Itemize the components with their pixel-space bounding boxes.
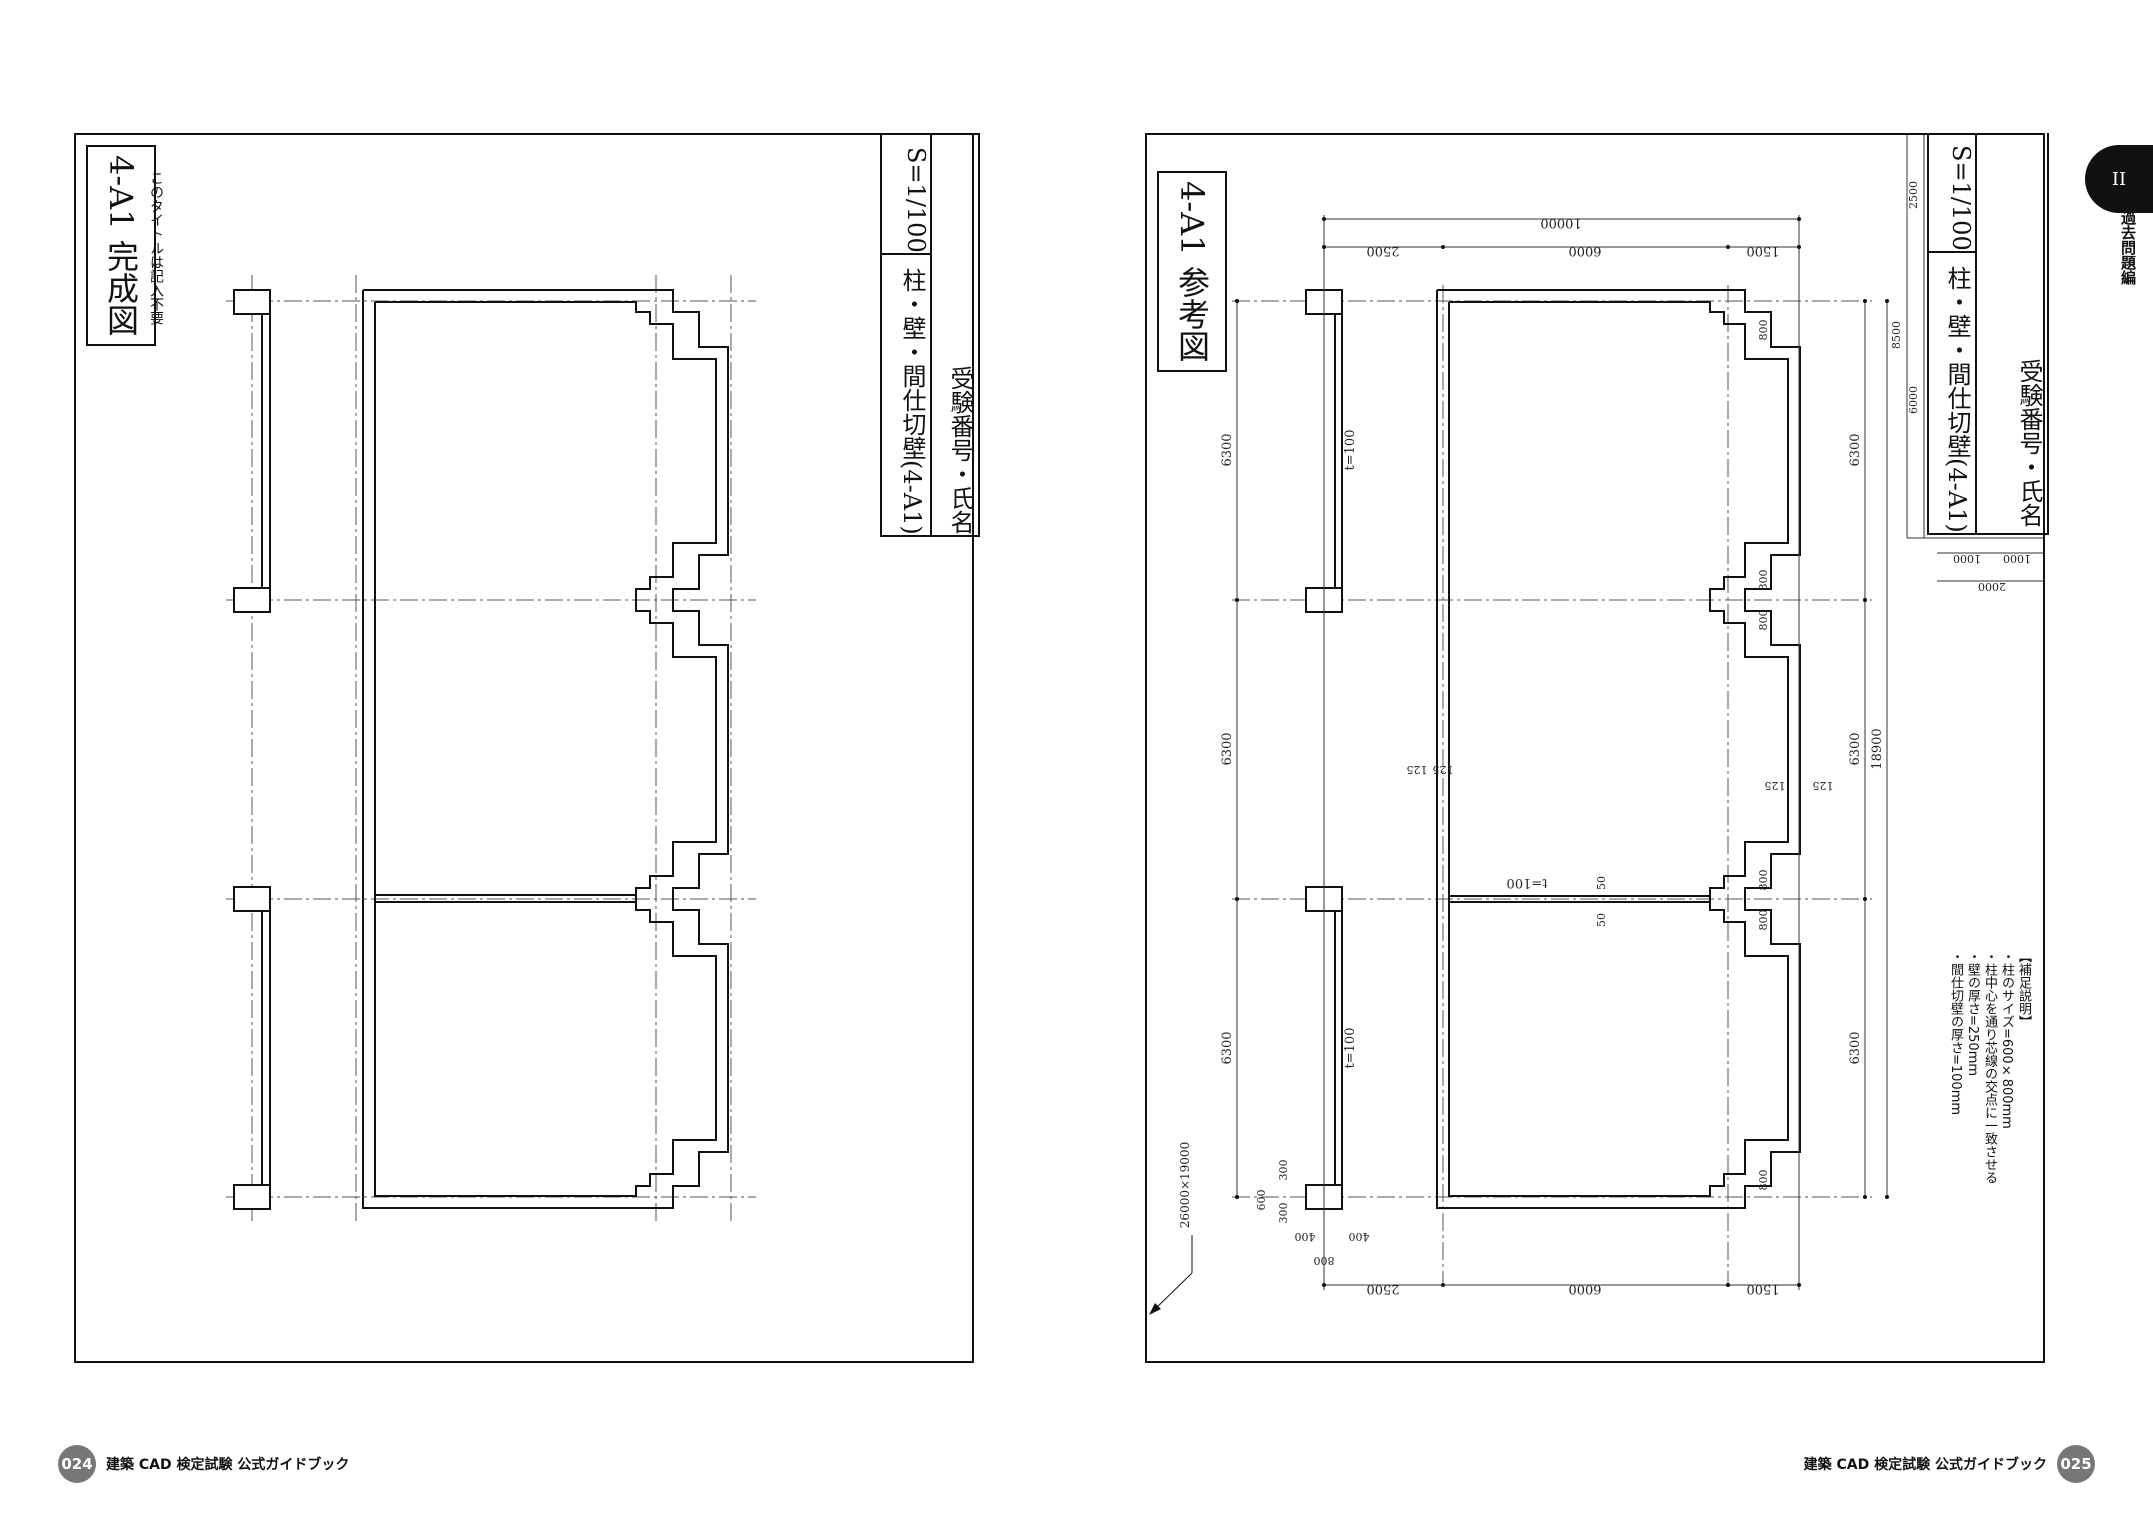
chapter-label: 過去問題編	[2119, 210, 2137, 285]
tb-dim: 6000	[1907, 386, 1920, 414]
floor-plan	[226, 275, 756, 1225]
dim-right: 6300	[1848, 433, 1863, 466]
wall-thickness: t=100	[1343, 1028, 1358, 1069]
partition-50: 50	[1595, 876, 1608, 890]
sheet-name-cell: 柱・壁・間仕切壁(4-A1)	[882, 255, 932, 535]
candidate-cell: 受験番号・氏名	[2015, 359, 2043, 527]
partition-thickness: t=100	[1507, 875, 1548, 890]
wall-125: 125	[1407, 763, 1428, 776]
dim-bottom: 2500	[1366, 1281, 1399, 1296]
column-dim-labels: 800 800 800 800 800 800 125 125 125 125 …	[1255, 320, 1834, 1268]
supplementary-notes: 【補足説明】 ・柱のサイズ=600×800mm ・柱中心を通り芯線の交点に一致さ…	[1947, 950, 2032, 1184]
footer-left: 024 建築 CAD 検定試験 公式ガイドブック	[58, 1445, 349, 1483]
title-note: このタイトルは記入不要	[148, 171, 164, 325]
dim-top: 1500	[1746, 243, 1779, 258]
completed-drawing-sheet: 4-A1 完成図 このタイトルは記入不要 S=1/100 柱・壁・間仕切壁(4-…	[74, 133, 980, 1363]
dimension-labels: 10000 2500 6000 1500 2500 6000 1500 6300…	[1220, 215, 1885, 1296]
partition-50: 50	[1595, 913, 1608, 927]
dim-top: 2500	[1366, 243, 1399, 258]
reference-floor-plan: 2500 6000 8500 1000 1000 2000	[1149, 135, 2043, 1315]
col-dim: 800	[1757, 320, 1770, 341]
scale-cell: S=1/100	[1927, 133, 1977, 253]
page-number: 025	[2057, 1445, 2095, 1483]
title-block-dim-labels: 2500 6000 8500 1000 1000 2000	[1890, 181, 2031, 593]
col-small-dim: 400	[1349, 1230, 1370, 1243]
left-columns	[233, 289, 271, 1210]
dim-right-total: 18900	[1870, 728, 1885, 769]
col-small-dim: 300	[1277, 1160, 1290, 1181]
wall-125: 125	[1813, 779, 1834, 792]
col-dim: 800	[1757, 610, 1770, 631]
title-block: S=1/100 柱・壁・間仕切壁(4-A1) 受験番号・氏名	[1927, 133, 2049, 535]
wall-thickness: t=100	[1343, 430, 1358, 471]
dim-right: 6300	[1848, 1031, 1863, 1064]
footer-right: 建築 CAD 検定試験 公式ガイドブック 025	[1804, 1445, 2095, 1483]
outer-walls	[362, 289, 729, 1209]
col-dim: 800	[1757, 570, 1770, 591]
note-line: ・柱中心を通り芯線の交点に一致させる	[1982, 950, 1997, 1184]
dim-top-total: 10000	[1540, 215, 1581, 230]
dim-left: 6300	[1220, 732, 1235, 765]
grid-lines	[226, 275, 756, 1225]
wall-125: 125	[1765, 779, 1786, 792]
note-line: ・柱のサイズ=600×800mm	[1999, 950, 2014, 1129]
col-small-dim: 400	[1295, 1230, 1316, 1243]
col-small-dim: 600	[1255, 1190, 1268, 1211]
col-dim: 800	[1757, 910, 1770, 931]
dim-bottom: 6000	[1568, 1281, 1601, 1296]
dim-bottom: 1500	[1746, 1281, 1779, 1296]
book-title: 建築 CAD 検定試験 公式ガイドブック	[106, 1457, 350, 1473]
dim-left: 6300	[1220, 1031, 1235, 1064]
chapter-tab: II	[2085, 145, 2153, 213]
sheet-size-leader	[1150, 1235, 1193, 1314]
outer-walls	[1436, 289, 1801, 1209]
note-line: 【補足説明】	[2016, 950, 2031, 1028]
sheet-name-cell: 柱・壁・間仕切壁(4-A1)	[1927, 253, 1977, 533]
dimension-lines	[1236, 215, 1888, 1290]
dim-top: 6000	[1568, 243, 1601, 258]
sheet-title: 4-A1 完成図	[86, 145, 156, 346]
col-dim: 800	[1757, 1170, 1770, 1191]
sheet-title: 4-A1 参考図	[1157, 171, 1227, 372]
tb-dim: 8500	[1890, 321, 1903, 349]
tb-dim: 1000	[1953, 552, 1981, 565]
note-line: ・間仕切壁の厚さ=100mm	[1948, 950, 1963, 1116]
left-columns	[1305, 289, 1343, 1210]
sheet-size: 26000×19000	[1178, 1142, 1192, 1228]
scale-cell: S=1/100	[882, 135, 932, 255]
title-block: S=1/100 柱・壁・間仕切壁(4-A1) 受験番号・氏名	[880, 133, 980, 537]
tb-dim: 2500	[1907, 181, 1920, 209]
note-line: ・壁の厚さ=250mm	[1965, 950, 1980, 1077]
book-title: 建築 CAD 検定試験 公式ガイドブック	[1803, 1457, 2047, 1473]
page-number: 024	[58, 1445, 96, 1483]
col-dim: 800	[1757, 870, 1770, 891]
col-small-dim: 300	[1277, 1203, 1290, 1224]
chapter-roman: II	[2111, 168, 2127, 190]
title-block-dims	[1906, 135, 2043, 582]
reference-drawing-sheet: 4-A1 参考図 S=1/100 柱・壁・間仕切壁(4-A1) 受験番号・氏名 …	[1145, 133, 2049, 1363]
dim-right: 6300	[1848, 732, 1863, 765]
dimension-ticks	[1235, 217, 1889, 1287]
dim-left: 6300	[1220, 433, 1235, 466]
wall-125: 125	[1433, 763, 1454, 776]
candidate-cell: 受験番号・氏名	[946, 366, 974, 534]
tb-dim: 2000	[1978, 580, 2006, 593]
col-small-dim: 800	[1314, 1254, 1335, 1267]
tb-dim: 1000	[2003, 552, 2031, 565]
